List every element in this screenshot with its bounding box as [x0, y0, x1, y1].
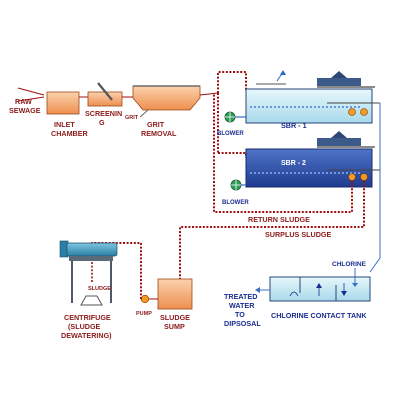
centrifuge-label-3: DEWATERING)	[61, 331, 112, 340]
raw-sewage-label-2: SEWAGE	[9, 106, 41, 115]
raw-sewage-label-1: RAW	[15, 97, 32, 106]
sbr-1-tank	[245, 70, 380, 124]
sbr-1-label: SBR - 1	[281, 121, 307, 130]
chlorine-contact-tank-label: CHLORINE CONTACT TANK	[271, 311, 367, 320]
sludge-sump-label-1: SLUDGE	[160, 313, 190, 322]
chlorine-contact-tank	[269, 268, 371, 302]
blower-1-label: BLOWER	[217, 131, 244, 137]
inlet-chamber-label-1: INLET	[54, 120, 75, 129]
blower-1	[224, 111, 246, 123]
return-sludge-pipe	[213, 93, 353, 213]
chlorine-label: CHLORINE	[332, 261, 367, 268]
treated-water-label-4: DIPSOSAL	[224, 319, 261, 328]
centrifuge	[59, 240, 118, 306]
centrifuge-label-1: CENTRIFUGE	[64, 313, 111, 322]
screening-channel	[87, 82, 123, 107]
treated-water-label-3: TO	[235, 310, 245, 319]
blower-2	[230, 179, 246, 191]
pump	[140, 294, 158, 304]
sbr-2-tank	[245, 131, 380, 188]
pipe-grit-sbr	[199, 92, 219, 96]
pump-label: PUMP	[136, 311, 152, 317]
treated-water-label-1: TREATED	[224, 292, 257, 301]
sbr-feed-pipes	[217, 71, 247, 158]
sludge-sump	[157, 278, 193, 310]
raw-sewage-inflow	[17, 87, 45, 102]
grit-small-label: GRIT	[125, 115, 139, 121]
screening-label-2: G	[99, 118, 105, 127]
return-sludge-label: RETURN SLUDGE	[248, 215, 310, 224]
grit-removal-label-2: REMOVAL	[141, 129, 177, 138]
grit-removal-tank	[132, 85, 201, 118]
sludge-sump-label-2: SUMP	[164, 322, 185, 331]
treated-water-outflow	[255, 287, 270, 293]
sbr-2-label: SBR - 2	[281, 160, 306, 167]
surplus-sludge-label: SURPLUS SLUDGE	[265, 230, 331, 239]
grit-removal-label-1: GRIT	[147, 120, 165, 129]
inlet-chamber-label-2: CHAMBER	[51, 129, 89, 138]
treated-water-label-2: WATER	[229, 301, 255, 310]
decant-line	[369, 103, 381, 273]
centrifuge-label-2: (SLUDGE	[68, 322, 101, 331]
screening-label-1: SCREENIN	[85, 109, 122, 118]
sludge-small-label: SLUDGE	[88, 286, 111, 292]
inlet-chamber	[46, 91, 80, 115]
blower-2-label: BLOWER	[222, 200, 249, 206]
